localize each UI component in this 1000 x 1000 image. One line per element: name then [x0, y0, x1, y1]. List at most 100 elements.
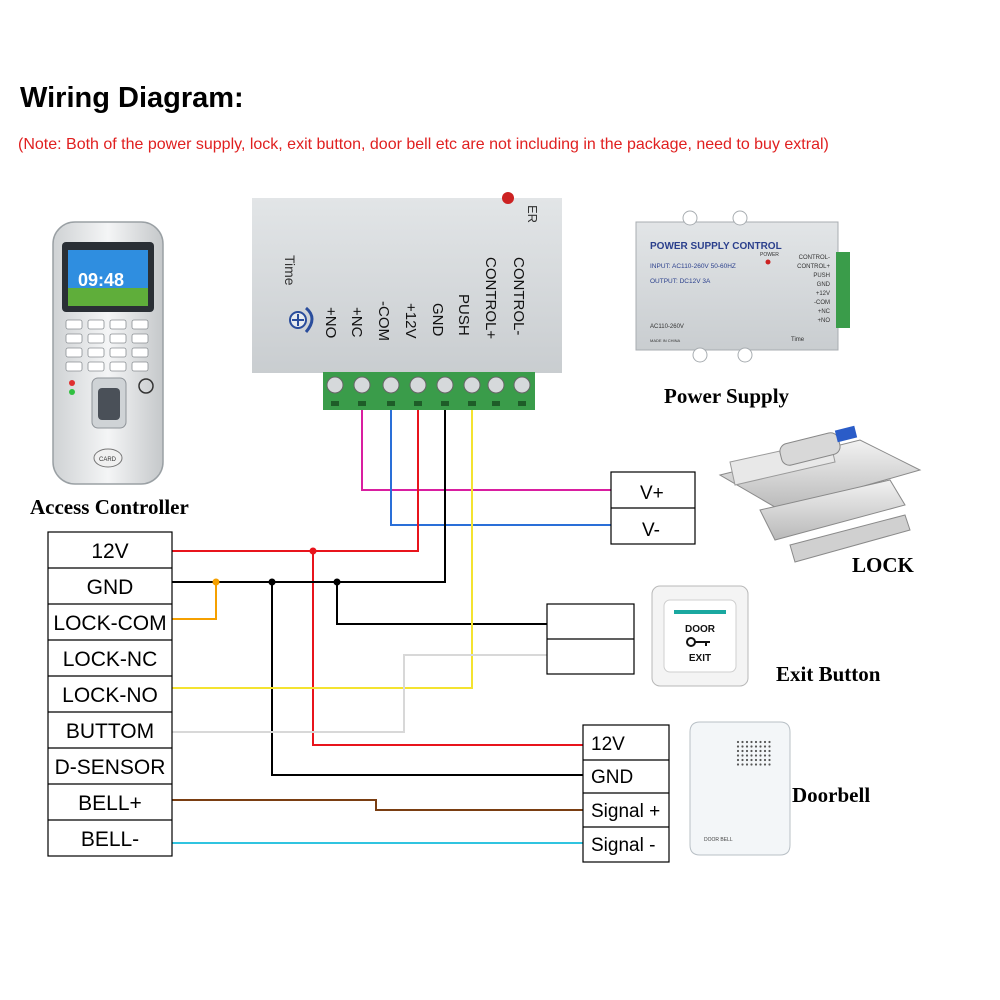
speaker-hole — [763, 740, 767, 744]
caption-power-supply: Power Supply — [664, 384, 790, 408]
terminal-slot — [518, 401, 526, 406]
speaker-hole — [759, 763, 762, 766]
terminal-screw — [487, 376, 505, 394]
svg-text:CARD: CARD — [99, 457, 117, 463]
terminal-slot — [414, 401, 422, 406]
bell-terminal-label: Signal - — [591, 835, 655, 856]
svg-text:MADE IN CHINA: MADE IN CHINA — [650, 338, 681, 343]
speaker-hole — [745, 758, 749, 762]
controller-terminal-label: LOCK-COM — [53, 612, 166, 635]
magnetic-lock-photo — [718, 425, 922, 563]
speaker-hole — [754, 749, 758, 753]
speaker-hole — [754, 740, 758, 744]
speaker-hole — [763, 749, 767, 753]
caption-doorbell: Doorbell — [792, 783, 870, 807]
speaker-hole — [745, 745, 749, 748]
terminal-slot — [331, 401, 339, 406]
speaker-hole — [750, 754, 753, 757]
psu-terminal-label: -COM — [375, 301, 392, 341]
speaker-hole — [741, 754, 744, 757]
psu-terminal-block — [323, 372, 535, 410]
junction-dot — [268, 578, 276, 586]
wire-lock-com — [172, 582, 217, 620]
psu-partial-label: ER — [525, 205, 540, 223]
speaker-hole — [741, 740, 744, 744]
speaker-hole — [745, 754, 749, 757]
controller-terminal-label: LOCK-NO — [62, 684, 158, 707]
bell-terminal-label: 12V — [591, 734, 625, 755]
speaker-hole — [736, 745, 740, 748]
speaker-hole — [750, 758, 753, 762]
svg-text:POWER: POWER — [760, 252, 779, 258]
speaker-hole — [763, 758, 767, 762]
speaker-hole — [759, 745, 762, 748]
svg-text:INPUT: AC110-260V 50-60HZ: INPUT: AC110-260V 50-60HZ — [650, 263, 736, 270]
speaker-hole — [750, 749, 753, 753]
exit-terminal-table — [546, 603, 635, 675]
svg-text:+NO: +NO — [817, 318, 830, 324]
controller-terminal-label: BELL+ — [78, 792, 142, 815]
psu-terminal-label: CONTROL+ — [482, 257, 499, 339]
wire-gnd-bell — [271, 582, 583, 776]
speaker-hole — [768, 740, 771, 744]
speaker-hole — [768, 745, 771, 748]
psu-terminal-label: +NO — [322, 307, 339, 338]
terminal-screw — [382, 376, 400, 394]
psu-terminal-label: CONTROL- — [510, 257, 527, 335]
psu-time-label: Time — [282, 255, 298, 286]
wires — [172, 410, 611, 844]
speaker-hole — [736, 740, 740, 744]
speaker-hole — [750, 763, 753, 766]
wire-bell-plus — [172, 799, 583, 811]
speaker-hole — [754, 758, 758, 762]
lock-terminal-label: V+ — [640, 483, 664, 504]
page-title: Wiring Diagram: — [20, 82, 244, 114]
wire-com — [390, 410, 611, 526]
psu-terminal-label: +12V — [402, 303, 419, 338]
speaker-hole — [736, 758, 740, 762]
svg-text:POWER SUPPLY CONTROL: POWER SUPPLY CONTROL — [650, 241, 782, 252]
bell-terminal-label: Signal + — [591, 801, 660, 822]
svg-text:DOOR: DOOR — [685, 624, 716, 635]
speaker-hole — [741, 763, 744, 766]
svg-text:DOOR BELL: DOOR BELL — [704, 837, 733, 843]
speaker-hole — [741, 758, 744, 762]
speaker-hole — [741, 745, 744, 748]
bell-terminal-label: GND — [591, 767, 633, 788]
terminal-slot — [358, 401, 366, 406]
svg-text:CONTROL-: CONTROL- — [799, 255, 830, 261]
svg-text:Time: Time — [791, 337, 805, 343]
svg-text:CONTROL+: CONTROL+ — [797, 264, 830, 270]
junction-dot — [333, 578, 341, 586]
psu-terminal-label: GND — [429, 303, 446, 337]
bell-icon — [138, 378, 154, 394]
speaker-hole — [750, 740, 753, 744]
speaker-hole — [741, 749, 744, 753]
wire-button — [172, 654, 547, 733]
speaker-hole — [759, 740, 762, 744]
speaker-hole — [754, 754, 758, 757]
terminal-screw — [463, 376, 481, 394]
speaker-hole — [754, 763, 758, 766]
terminal-screw — [326, 376, 344, 394]
svg-text:EXIT: EXIT — [689, 653, 711, 664]
svg-text:-COM: -COM — [814, 300, 830, 306]
speaker-hole — [745, 749, 749, 753]
terminal-screw — [436, 376, 454, 394]
package-note: (Note: Both of the power supply, lock, e… — [18, 136, 829, 153]
controller-terminal-table: 12V GND LOCK-COM LOCK-NC LOCK-NO BUTTOM … — [47, 531, 173, 857]
speaker-hole — [763, 745, 767, 748]
speaker-hole — [736, 749, 740, 753]
doorbell-photo: DOOR BELL — [689, 721, 791, 856]
speaker-hole — [763, 763, 767, 766]
svg-text:GND: GND — [817, 282, 831, 288]
speaker-hole — [768, 758, 771, 762]
speaker-hole — [745, 763, 749, 766]
exit-button-photo: DOOR EXIT — [651, 585, 749, 687]
speaker-hole — [754, 745, 758, 748]
wire-gnd-exit — [336, 582, 547, 625]
wire-lock-no — [172, 410, 473, 689]
speaker-hole — [759, 749, 762, 753]
wire-nc — [361, 410, 611, 491]
